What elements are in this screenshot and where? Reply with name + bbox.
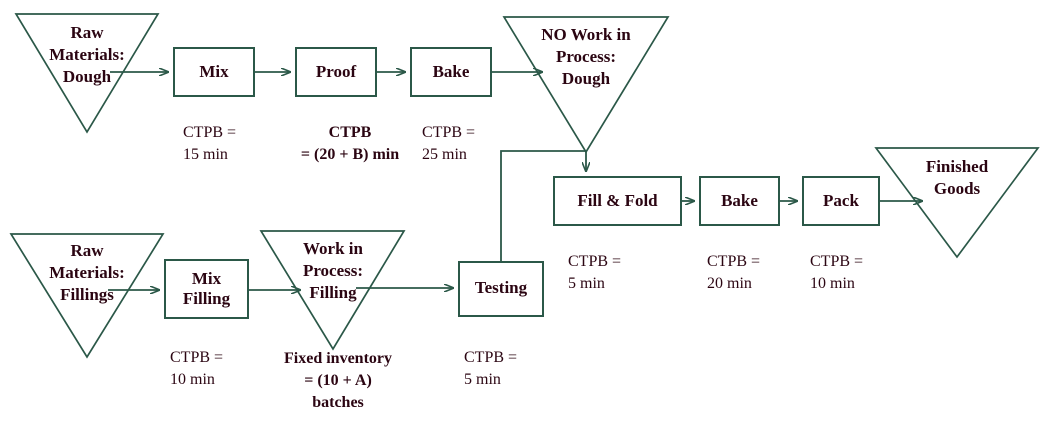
- process-box-mix: [173, 47, 255, 97]
- annotation-pack-ctpb: CTPB = 10 min: [810, 253, 864, 292]
- process-box-pack: [802, 176, 880, 226]
- annotation-bake-top-ctpb: CTPB = 25 min: [422, 124, 476, 163]
- process-box-proof: [295, 47, 377, 97]
- process-box-mix-filling: [164, 259, 249, 319]
- annotation-fill-fold-ctpb: CTPB = 5 min: [568, 253, 622, 292]
- process-box-testing: [458, 261, 544, 317]
- annotation-mix-filling-ctpb: CTPB = 10 min: [170, 349, 224, 388]
- process-box-fill-fold: [553, 176, 682, 226]
- annotation-bake-bottom-ctpb: CTPB = 20 min: [707, 253, 761, 292]
- annotation-mix-ctpb: CTPB = 15 min: [183, 124, 237, 163]
- process-box-bake-top: [410, 47, 492, 97]
- annotation-proof-ctpb: CTPB = (20 + B) min: [300, 124, 400, 163]
- annotation-wip-filling-inventory: Fixed inventory = (10 + A) batches: [284, 350, 392, 411]
- inventory-triangle-raw-dough: [14, 13, 160, 134]
- inventory-triangle-no-wip-dough: [502, 16, 670, 154]
- inventory-triangle-finished-goods: [874, 147, 1040, 259]
- annotation-testing-ctpb: CTPB = 5 min: [464, 349, 518, 388]
- connector-testing-to-fillfold: [500, 150, 586, 262]
- process-box-bake-bottom: [699, 176, 780, 226]
- inventory-triangle-raw-fillings: [9, 233, 165, 359]
